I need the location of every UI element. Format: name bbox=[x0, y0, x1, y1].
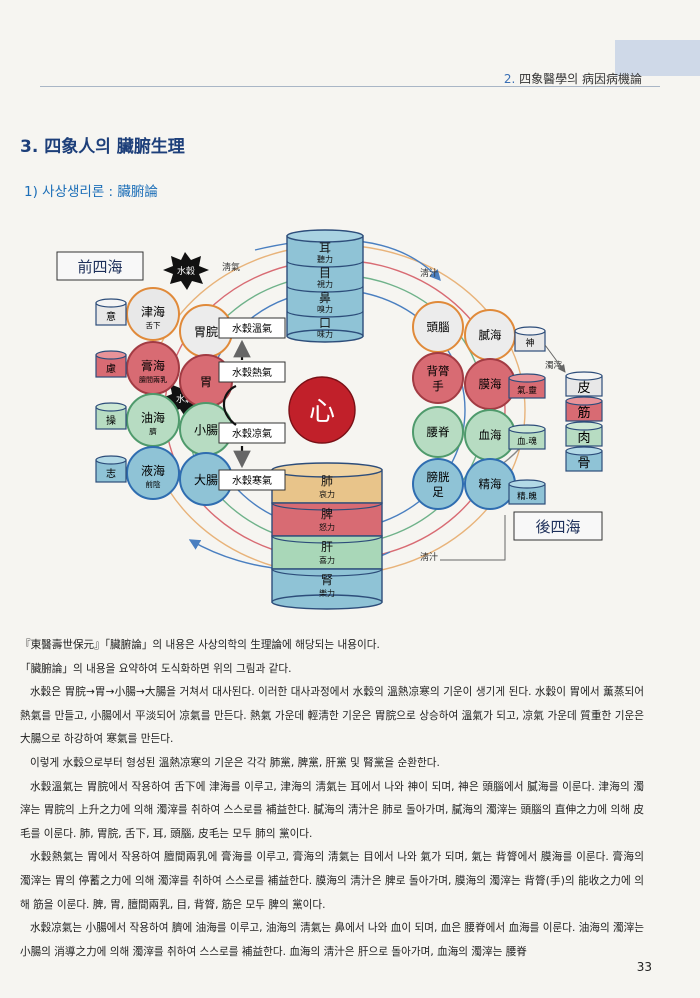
paragraph-4: 이렇게 水穀으로부터 형성된 溫熱凉寒의 기운은 각각 肺黨, 脾黨, 肝黨 및… bbox=[30, 756, 440, 769]
store-qi-ling: 氣.靈 bbox=[517, 385, 537, 396]
heart-node: 心 bbox=[288, 376, 356, 444]
top-organ-mouth: 口 bbox=[319, 316, 331, 330]
right-organs: 頭腦 背膂 手 腰脊 膀胱 足 bbox=[412, 301, 464, 510]
qi-flow-arrows bbox=[222, 339, 251, 469]
turbid-arrow bbox=[544, 344, 566, 373]
sea-yu: 油海 bbox=[141, 410, 165, 425]
qi-hot: 水穀熱氣 bbox=[232, 366, 272, 379]
bottom-organ-stack: 肺 哀力 脾 怒力 肝 喜力 腎 樂力 bbox=[271, 462, 383, 610]
tissue-stack bbox=[565, 371, 603, 472]
qi-cold: 水穀寒氣 bbox=[232, 474, 272, 487]
qi-warm: 水穀溫氣 bbox=[232, 322, 272, 335]
bottom-organ-lung: 肺 bbox=[321, 474, 333, 488]
top-power-sight: 視力 bbox=[317, 279, 333, 289]
bottom-power-anger: 怒力 bbox=[319, 522, 335, 532]
paragraph-1: 『東醫壽世保元』「臟腑論」의 내용은 사상의학의 生理論에 해당되는 내용이다. bbox=[20, 639, 380, 651]
section-title: 3. 四象人의 臟腑生理 bbox=[20, 137, 185, 157]
organ-waist-spine: 腰脊 bbox=[427, 425, 450, 439]
clear-juice-top: 淸汁 bbox=[420, 267, 438, 279]
left-stores bbox=[95, 298, 127, 483]
sea-ni: 膩海 bbox=[479, 328, 502, 342]
paragraph-6: 水穀熱氣는 胃에서 작용하여 膻間兩乳에 膏海를 이루고, 膏海의 淸氣는 目에… bbox=[20, 851, 644, 911]
header-number: 2. bbox=[503, 72, 516, 86]
tissue-tendon: 筋 bbox=[577, 405, 590, 421]
front-four-seas-box: 前四海 bbox=[56, 251, 144, 281]
tissue-bone: 骨 bbox=[577, 456, 590, 471]
tissue-skin: 皮 bbox=[577, 381, 590, 396]
paragraph-2: 「臟腑論」의 내용을 요약하여 도식화하면 위의 그림과 같다. bbox=[20, 662, 292, 675]
sea-jin-sub: 舌下 bbox=[146, 320, 161, 330]
organ-stomach: 胃 bbox=[200, 375, 212, 389]
top-tab bbox=[615, 40, 700, 76]
left-digestive-organs: 胃脘 胃 小腸 大腸 bbox=[179, 304, 233, 506]
body-text: 『東醫壽世保元』「臟腑論」의 내용은 사상의학의 生理論에 해당되는 내용이다.… bbox=[20, 634, 644, 964]
top-organ-eye: 目 bbox=[319, 266, 331, 280]
sea-go-sub: 膻間兩乳 bbox=[139, 375, 167, 384]
bottom-organ-kidney: 腎 bbox=[321, 573, 333, 587]
store-spirit: 神 bbox=[525, 337, 534, 349]
bottom-organ-spleen: 脾 bbox=[321, 506, 333, 521]
right-seas: 膩海 膜海 血海 精海 bbox=[464, 309, 516, 510]
top-power-hearing: 聽力 bbox=[317, 254, 333, 264]
sea-jin: 津海 bbox=[141, 304, 165, 319]
turbid-label: 濁滓 bbox=[545, 360, 563, 371]
store-will: 志 bbox=[106, 467, 116, 480]
clear-juice-bottom-line bbox=[440, 515, 506, 561]
top-organ-nose: 鼻 bbox=[319, 290, 331, 305]
paragraph-3: 水穀은 胃脘→胃→小腸→大腸을 거쳐서 대사된다. 이러한 대사과정에서 水穀의… bbox=[20, 686, 644, 746]
organ-bladder-sub: 足 bbox=[432, 485, 444, 499]
organ-large-intestine: 大腸 bbox=[194, 473, 218, 487]
organ-upper-stomach: 胃脘 bbox=[194, 325, 218, 339]
organ-small-intestine: 小腸 bbox=[194, 423, 218, 437]
bottom-power-sorrow: 哀力 bbox=[319, 489, 335, 499]
store-thought: 慮 bbox=[106, 362, 116, 375]
water-grain-burst-top: 水穀 bbox=[163, 252, 209, 290]
organ-back-sub: 手 bbox=[432, 379, 444, 393]
running-header: 2. 四象醫學의 病因病機論 bbox=[504, 70, 642, 87]
sea-aek-sub: 前陰 bbox=[146, 479, 161, 489]
header-title: 四象醫學의 病因病機論 bbox=[519, 72, 642, 86]
qi-boxes: 水穀溫氣 水穀熱氣 水穀凉氣 水穀寒氣 bbox=[218, 317, 286, 491]
page-number: 33 bbox=[636, 960, 652, 974]
back-four-seas-label: 後四海 bbox=[535, 518, 580, 536]
clear-juice-bottom: 淸汁 bbox=[420, 551, 438, 563]
sea-yu-sub: 臍 bbox=[149, 426, 157, 436]
organ-bladder: 膀胱 bbox=[427, 470, 450, 484]
paragraph-5: 水穀溫氣는 胃脘에서 작용하여 舌下에 津海를 이루고, 津海의 淸氣는 耳에서… bbox=[20, 780, 644, 840]
organ-head-brain: 頭腦 bbox=[427, 320, 450, 334]
top-power-smell: 嗅力 bbox=[317, 304, 333, 314]
store-blood-hon: 血.魂 bbox=[517, 436, 537, 447]
front-four-seas-label: 前四海 bbox=[77, 258, 122, 276]
top-organ-stack: 耳 聽力 目 視力 鼻 嗅力 口 味力 bbox=[286, 229, 364, 343]
heart-label: 心 bbox=[309, 397, 335, 427]
store-essence-baek: 精.魄 bbox=[517, 491, 537, 502]
store-resolve: 操 bbox=[106, 414, 116, 427]
paragraph-7: 水穀凉氣는 小腸에서 작용하여 臍에 油海를 이루고, 油海의 淸氣는 鼻에서 … bbox=[20, 922, 644, 958]
bottom-organ-liver: 肝 bbox=[321, 540, 333, 554]
top-power-taste: 味力 bbox=[317, 329, 333, 339]
sea-aek: 液海 bbox=[141, 463, 165, 478]
bottom-power-joy: 喜力 bbox=[319, 555, 335, 565]
right-stores bbox=[508, 326, 546, 505]
header-rule bbox=[40, 86, 660, 87]
sea-blood: 血海 bbox=[479, 428, 502, 442]
left-seas: 津海 舌下 膏海 膻間兩乳 油海 臍 液海 前陰 bbox=[126, 287, 180, 500]
clear-qi-label: 淸氣 bbox=[222, 261, 240, 273]
qi-cool: 水穀凉氣 bbox=[232, 427, 272, 440]
tissue-flesh: 肉 bbox=[577, 431, 590, 446]
organ-back: 背膂 bbox=[427, 364, 450, 378]
top-organ-ear: 耳 bbox=[319, 241, 331, 255]
store-intention: 意 bbox=[106, 310, 116, 323]
back-four-seas-box: 後四海 bbox=[513, 511, 603, 541]
bottom-power-pleasure: 樂力 bbox=[319, 588, 335, 598]
water-grain-label-top: 水穀 bbox=[177, 265, 195, 277]
sea-go: 膏海 bbox=[141, 358, 165, 373]
sea-essence: 精海 bbox=[479, 477, 502, 491]
sub-title: 1) 사상생리론 : 臟腑論 bbox=[24, 184, 158, 200]
sea-mak: 膜海 bbox=[479, 377, 502, 391]
